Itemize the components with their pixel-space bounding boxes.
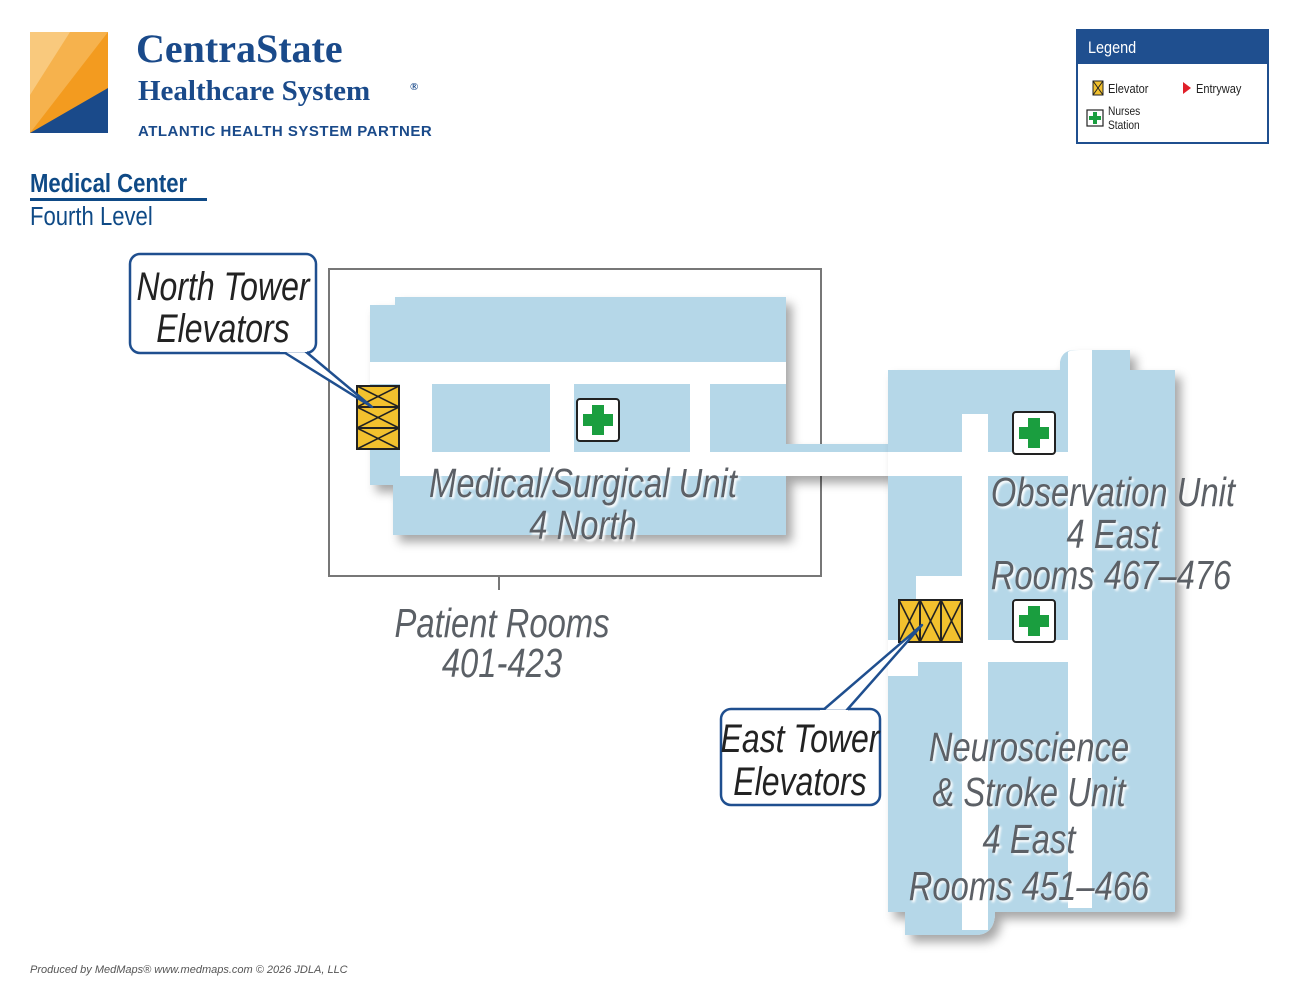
east-corridor-stub [888,662,918,676]
brand-name: CentraState [136,26,343,71]
legend-elevator-label: Elevator [1108,81,1148,96]
legend-nurses-label-1: Nurses [1108,105,1141,118]
elevator-icon [356,427,400,450]
north-tower-elevators [356,385,400,450]
observation-line1: Observation Unit [991,468,1237,514]
entryway-arrow-icon [1183,82,1191,94]
patient-rooms-label: Patient Rooms 401-423 [394,599,609,685]
north-corridor-right [690,384,710,452]
neuro-line4: Rooms 451–466 [909,862,1150,908]
legend-entryway-label: Entryway [1196,81,1241,96]
logo-mark-icon [30,32,108,133]
east-callout-line1: East Tower [721,716,882,761]
brand-partner: ATLANTIC HEALTH SYSTEM PARTNER [138,123,432,140]
brand-subtitle: Healthcare System [138,75,370,107]
east-callout-line2: Elevators [733,759,866,804]
connector-corridor [400,452,890,476]
neuro-line3: 4 East [983,815,1077,861]
observation-line2: 4 East [1067,510,1161,556]
patient-rooms-line1: Patient Rooms [394,599,609,645]
legend-title: Legend [1088,39,1136,57]
med-surg-line2: 4 North [529,501,637,547]
elevator-icon [1092,80,1104,96]
page-title: Medical Center [30,169,188,198]
title-underline [30,198,207,201]
nurses-station-icon [1012,599,1056,643]
north-callout-line1: North Tower [136,264,311,309]
page-subtitle: Fourth Level [30,202,153,231]
patient-rooms-outline [328,268,822,577]
north-elevators-callout: North Tower Elevators [128,252,374,409]
observation-unit-label: Observation Unit 4 East Rooms 467–476 [991,468,1237,597]
nurses-station-icon [1086,109,1104,127]
north-corridor-mid [550,384,574,452]
north-callout-line2: Elevators [156,306,289,351]
med-surg-line1: Medical/Surgical Unit [429,459,738,505]
observation-line3: Rooms 467–476 [991,551,1232,597]
elevator-icon [940,599,963,643]
patient-rooms-line2: 401-423 [442,639,563,685]
footer-credit: Produced by MedMaps® www.medmaps.com © 2… [30,964,348,976]
elevator-icon [356,385,400,408]
elevator-icon [919,599,942,643]
elevator-icon [356,406,400,429]
registered-mark: ® [410,81,418,93]
east-elevators-callout: East Tower Elevators [719,623,924,807]
north-corridor-main [370,362,786,384]
legend-nurses-label-2: Station [1108,119,1140,132]
east-corridor-west [962,414,988,930]
nurses-station-icon [576,398,620,442]
legend: Legend Elevator Entryway Nurses Station [1076,29,1269,144]
neuro-line2: & Stroke Unit [932,768,1127,814]
east-corridor-mid [888,640,1092,662]
neuro-stroke-label: Neuroscience & Stroke Unit 4 East Rooms … [909,723,1150,908]
neuro-line1: Neuroscience [929,723,1129,769]
nurses-station-icon [1012,411,1056,455]
east-corridor-east [1068,350,1092,908]
north-corridor-left [400,362,432,452]
med-surg-label: Medical/Surgical Unit 4 North [429,459,738,547]
brand-logo: CentraState Healthcare System ® ATLANTIC… [30,26,432,140]
legend-header [1077,30,1268,64]
